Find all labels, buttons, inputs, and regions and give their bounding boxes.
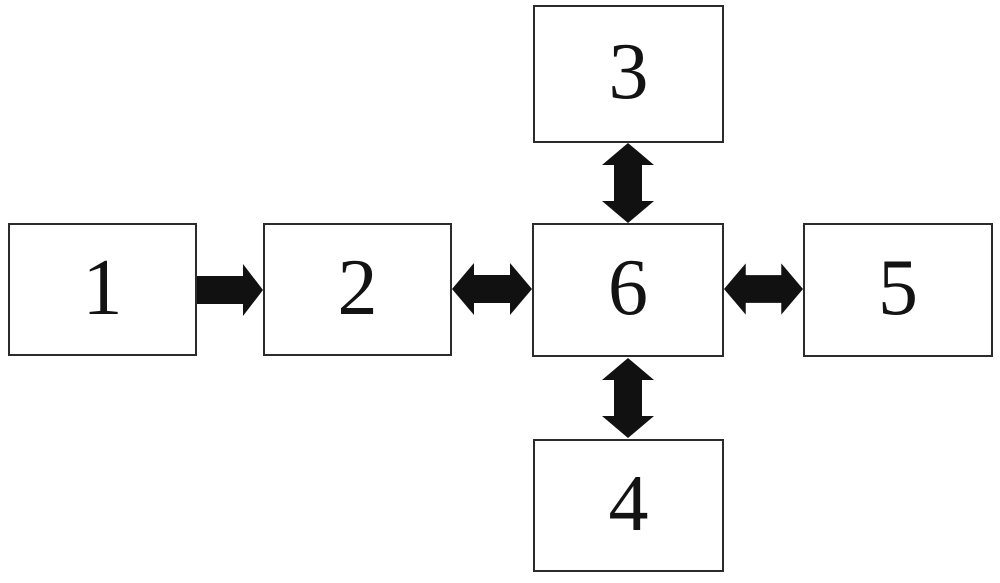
node-box-3: 3 xyxy=(533,5,724,143)
node-label-1: 1 xyxy=(82,243,123,332)
arrow-2-to-6-bidirectional xyxy=(452,263,532,315)
arrow-6-to-5-bidirectional xyxy=(724,263,803,315)
node-box-4: 4 xyxy=(533,439,724,572)
arrow-6-to-4-bidirectional xyxy=(602,358,654,438)
node-box-6: 6 xyxy=(532,223,724,357)
arrow-1-to-2 xyxy=(197,264,263,316)
node-label-5: 5 xyxy=(878,244,918,332)
node-label-4: 4 xyxy=(608,459,649,548)
node-label-2: 2 xyxy=(337,243,378,332)
node-label-6: 6 xyxy=(608,244,648,332)
node-box-2: 2 xyxy=(263,223,452,356)
arrow-3-to-6-bidirectional xyxy=(602,143,654,223)
node-box-1: 1 xyxy=(8,223,197,356)
node-box-5: 5 xyxy=(803,223,993,357)
node-label-3: 3 xyxy=(608,28,649,116)
